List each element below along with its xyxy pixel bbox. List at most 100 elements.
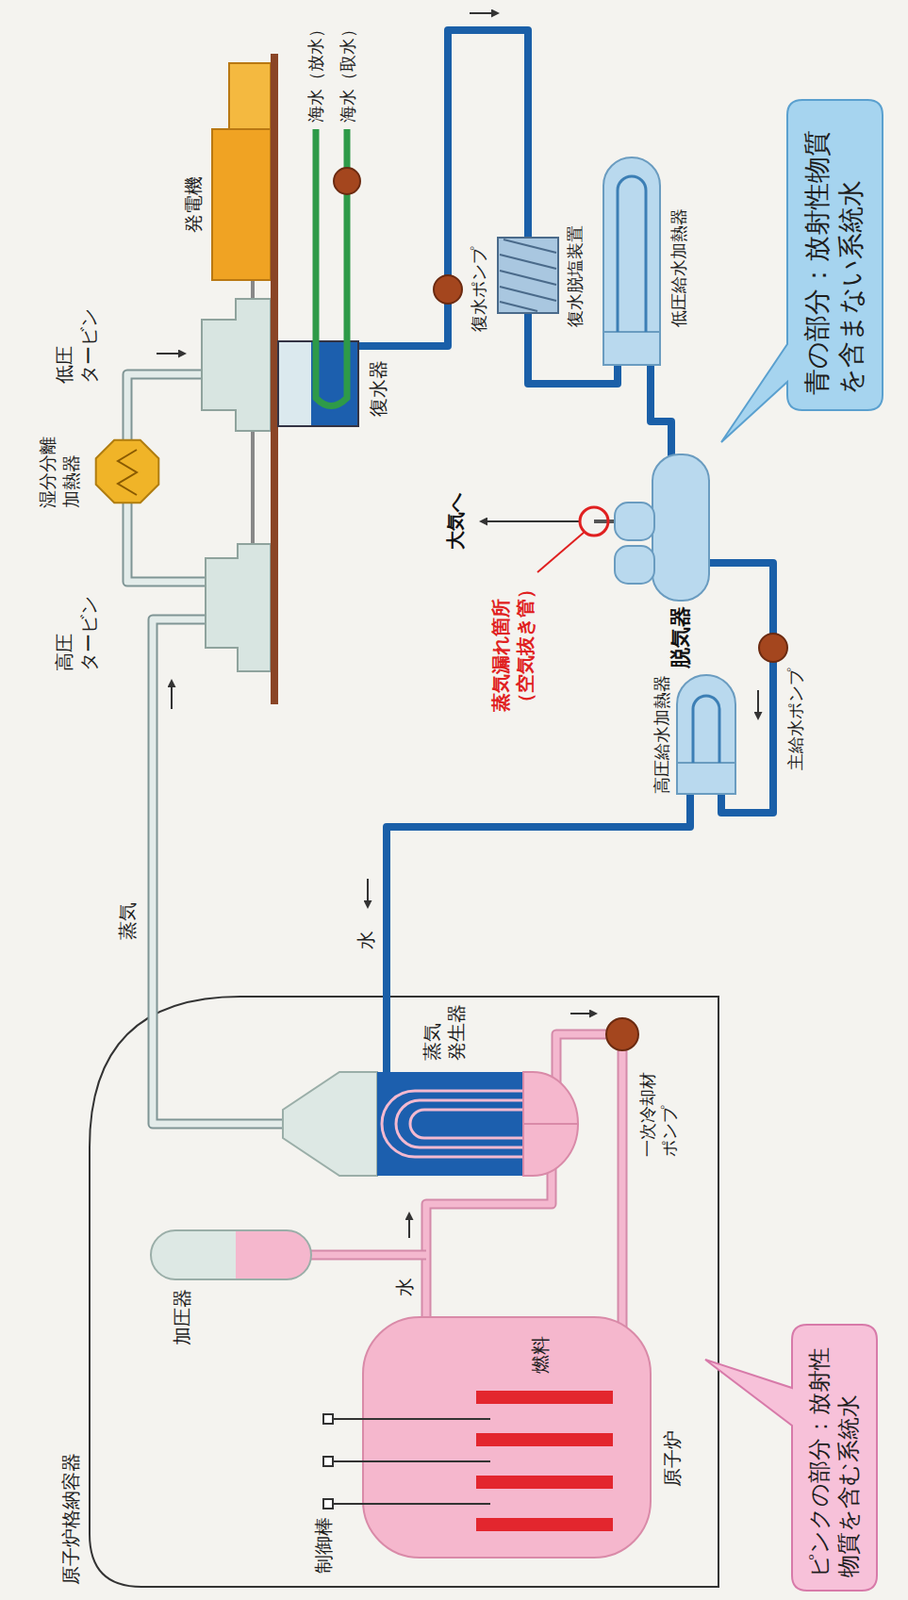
- callout-outline: [721, 99, 883, 443]
- flow-arrow: [366, 878, 369, 908]
- heater-u-tube: [617, 176, 646, 332]
- crossover-pipe: [127, 496, 213, 582]
- part-label: 原子炉格納容器: [58, 1452, 83, 1585]
- label-position: 水: [392, 1277, 417, 1297]
- part-label: 大気へ: [443, 493, 468, 550]
- control-rod-head: [323, 1499, 333, 1509]
- pressurizer-steam: [150, 1230, 312, 1280]
- label-position: 主給水ポンプ: [784, 668, 807, 771]
- part-label: 復水脱塩装置: [563, 225, 586, 328]
- hot-leg: [426, 1156, 552, 1337]
- flow-arrow: [757, 690, 760, 719]
- main-feedwater-pump: [759, 633, 788, 662]
- label-position: 湿分分離 加熱器: [35, 426, 83, 509]
- heater-divider: [676, 761, 736, 764]
- hatch-line: [499, 254, 557, 269]
- surge-line-outline: [301, 1250, 427, 1261]
- demineralizer-hatch: [499, 239, 557, 312]
- sg-dome: [282, 1072, 378, 1176]
- containment-outline: [89, 996, 719, 1587]
- part-label: 燃料: [528, 1336, 553, 1374]
- feedwater-pipes: [348, 30, 774, 1087]
- label-position: 一次冷却材 ポンプ: [636, 1061, 681, 1157]
- deaerator-head: [614, 545, 655, 584]
- part-label: 水: [392, 1277, 417, 1297]
- callout-text: 青の部分：放射性物質 を含まない系統水: [787, 99, 883, 411]
- hatch-line: [503, 239, 557, 253]
- control-rod-head: [323, 1414, 333, 1424]
- label-position: 蒸気漏れ箇所 （空気抜き管）: [488, 568, 538, 712]
- condenser-outlet-pipe: [348, 289, 448, 347]
- moisture-separator-reheater: [96, 440, 160, 504]
- part-label: 低圧 タービン: [51, 297, 101, 384]
- callout-bubble: ピンクの部分：放射性 物質を含む系統水: [792, 1324, 877, 1591]
- hatch-line: [499, 301, 538, 312]
- part-label: 復水ポンプ: [467, 247, 490, 332]
- label-position: 海水（取水）: [336, 20, 359, 123]
- seawater-pump: [333, 167, 361, 195]
- fuel-bar: [476, 1390, 613, 1404]
- part-label: 脱気器: [667, 606, 695, 669]
- label-position: 加圧器: [169, 1288, 195, 1346]
- part-label: 蒸気: [115, 902, 140, 941]
- turbine-base: [270, 53, 279, 705]
- label-position: 蒸気: [115, 902, 140, 941]
- sg-shell: [377, 1072, 524, 1176]
- reheat-outline: [127, 374, 208, 446]
- label-position: 発電機: [181, 176, 206, 233]
- lp-heater: [603, 157, 661, 365]
- sg-u-tubes: [381, 1090, 524, 1157]
- control-rod-head: [323, 1456, 333, 1467]
- label-position: 低圧 タービン: [51, 297, 101, 384]
- part-label: 高圧給水加熱器: [650, 675, 673, 794]
- hp-heater: [676, 675, 736, 794]
- primary-pump: [606, 1018, 639, 1051]
- part-label: 原子炉: [660, 1430, 685, 1487]
- label-position: 高圧給水加熱器: [650, 675, 673, 794]
- fuel-bar: [476, 1433, 613, 1447]
- sg-channel-head: [523, 1072, 578, 1176]
- label-position: 水: [353, 930, 379, 950]
- u-tube: [381, 1090, 524, 1157]
- label-position: 原子炉格納容器: [58, 1452, 83, 1585]
- callout-shape: [792, 1324, 877, 1591]
- flow-arrow: [156, 352, 185, 355]
- heater-u-tube: [693, 695, 720, 763]
- part-label: 復水器: [365, 360, 391, 417]
- control-rod: [332, 1502, 491, 1505]
- pressurizer-water: [235, 1230, 312, 1280]
- control-rods: [323, 1414, 491, 1509]
- feedwater-pipe: [386, 789, 691, 1087]
- reheat-pipe: [127, 374, 208, 446]
- label-position: 制御棒: [311, 1517, 336, 1574]
- control-rod: [332, 1460, 491, 1463]
- cold-leg-outline: [556, 1034, 623, 1346]
- part-label: 低圧給水加熱器: [667, 208, 690, 328]
- label-position: 燃料: [528, 1336, 553, 1374]
- part-label: 海水（取水）: [336, 20, 359, 123]
- vent-to-atmosphere-arrow: [480, 520, 580, 523]
- callout-bubble: 青の部分：放射性物質 を含まない系統水: [787, 99, 883, 411]
- part-label: 水: [353, 930, 379, 950]
- hp-turbine: [205, 544, 271, 672]
- label-position: 原子炉: [660, 1430, 685, 1487]
- callout-outline: [705, 1324, 877, 1591]
- sg-divider: [523, 1122, 578, 1125]
- label-position: 蒸気 発生器: [419, 998, 469, 1061]
- lp-turbine: [201, 298, 271, 431]
- control-rod: [332, 1418, 491, 1420]
- pressurizer-outline: [150, 1230, 312, 1280]
- u-tube: [396, 1100, 524, 1148]
- exciter: [229, 63, 271, 130]
- condensate-pump: [433, 275, 463, 304]
- flow-arrow: [570, 1012, 596, 1015]
- part-label: 海水（放水）: [304, 20, 327, 123]
- label-position: 復水脱塩装置: [563, 225, 586, 328]
- part-label: 蒸気 発生器: [419, 998, 469, 1061]
- condenser-steam-space: [278, 341, 312, 427]
- generator: [212, 129, 271, 281]
- part-label: 湿分分離 加熱器: [35, 426, 83, 509]
